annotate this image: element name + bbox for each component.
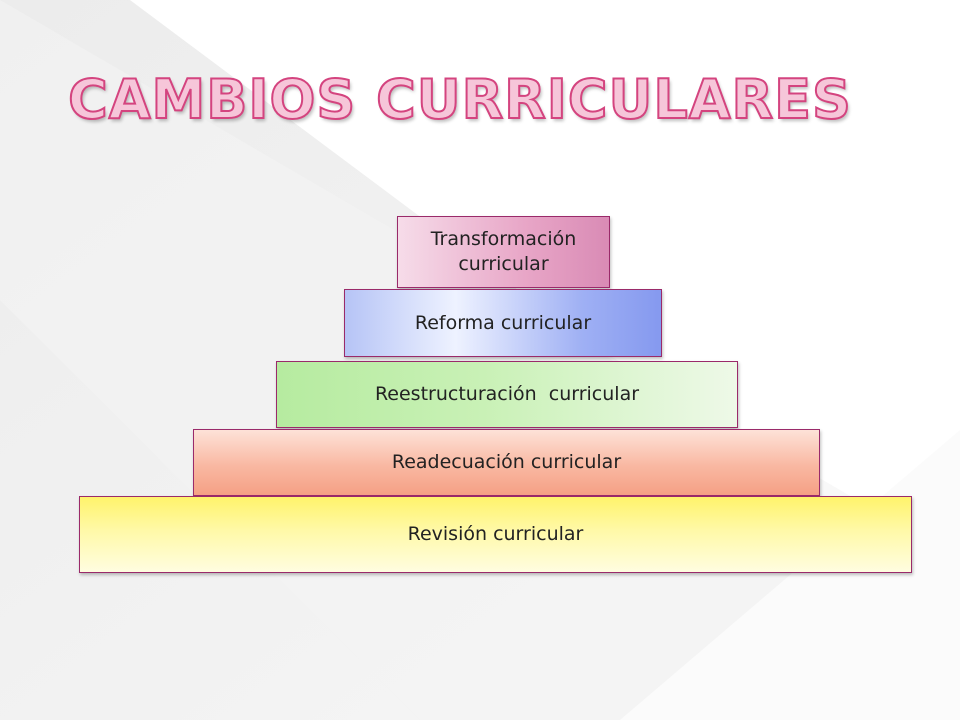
level-readecuacion: Readecuación curricular (193, 429, 820, 496)
level-reforma: Reforma curricular (344, 289, 662, 357)
level-revision: Revisión curricular (79, 496, 912, 573)
level-label: Transformación curricular (430, 228, 577, 275)
level-transformacion: Transformación curricular (397, 216, 610, 288)
level-label: Reestructuración curricular (374, 383, 640, 406)
level-label: Revisión curricular (407, 523, 584, 546)
level-label: Reforma curricular (414, 311, 592, 334)
level-reestructuracion: Reestructuración curricular (276, 361, 738, 428)
page-title: CAMBIOS CURRICULARES (67, 67, 852, 132)
level-label: Readecuación curricular (391, 451, 622, 474)
